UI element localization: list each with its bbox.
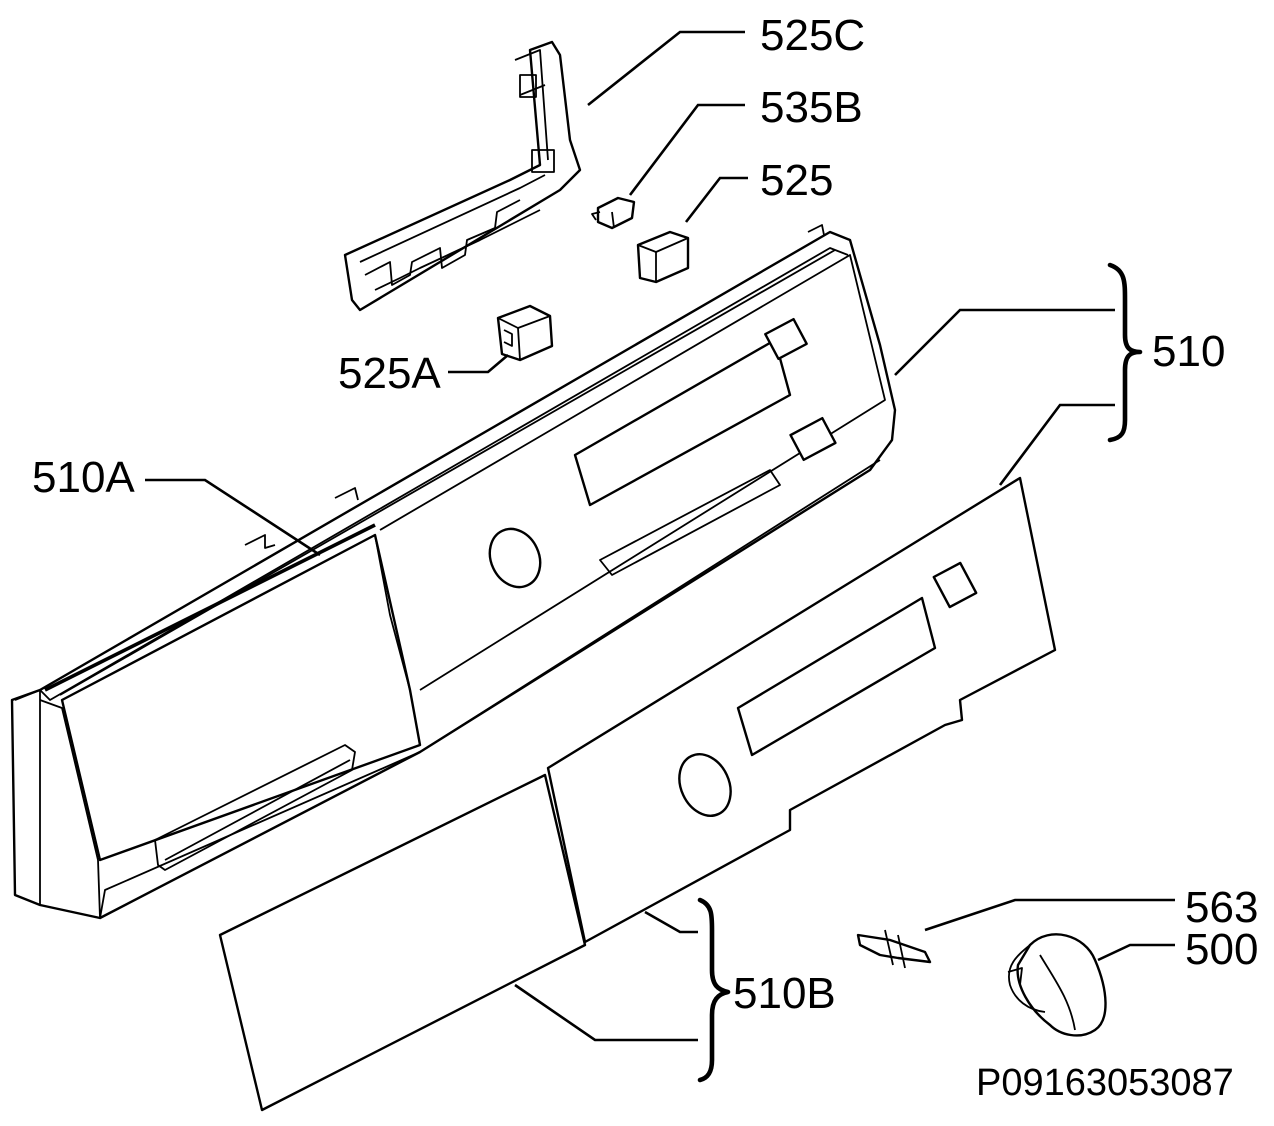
part-500-knob — [1007, 933, 1107, 1037]
leader-510-lower — [998, 403, 1115, 486]
leader-535b — [628, 103, 745, 196]
leader-525a — [448, 354, 509, 374]
brace-510b — [697, 897, 731, 1083]
leader-510b-upper — [644, 910, 698, 934]
callout-510a: 510A — [32, 453, 135, 502]
part-525-button — [636, 230, 690, 284]
leader-510-upper — [894, 308, 1115, 376]
leader-525 — [684, 176, 748, 223]
callout-510: 510 — [1152, 327, 1225, 376]
callout-535b: 535B — [760, 83, 863, 132]
brace-510 — [1107, 262, 1143, 443]
callout-525c: 525C — [760, 11, 865, 60]
leader-563 — [924, 898, 1175, 932]
part-510b-overlay-left — [218, 773, 587, 1112]
part-563-pin — [856, 929, 932, 969]
part-510b-overlay-right — [546, 476, 1057, 944]
callout-525: 525 — [760, 156, 833, 205]
callout-510b: 510B — [733, 969, 836, 1018]
part-525a-button — [496, 304, 554, 362]
leader-510a — [145, 478, 321, 557]
callout-563: 563 — [1185, 883, 1258, 932]
drawing-code: P09163053087 — [976, 1062, 1234, 1104]
part-535b-clip — [591, 196, 636, 230]
leader-525c — [587, 30, 745, 107]
leader-510b-lower — [514, 983, 698, 1042]
part-510-control-panel — [10, 224, 897, 920]
callout-525a: 525A — [338, 349, 441, 398]
callout-500: 500 — [1185, 925, 1258, 974]
leader-500 — [1097, 943, 1175, 962]
part-525c-bracket — [343, 40, 582, 312]
